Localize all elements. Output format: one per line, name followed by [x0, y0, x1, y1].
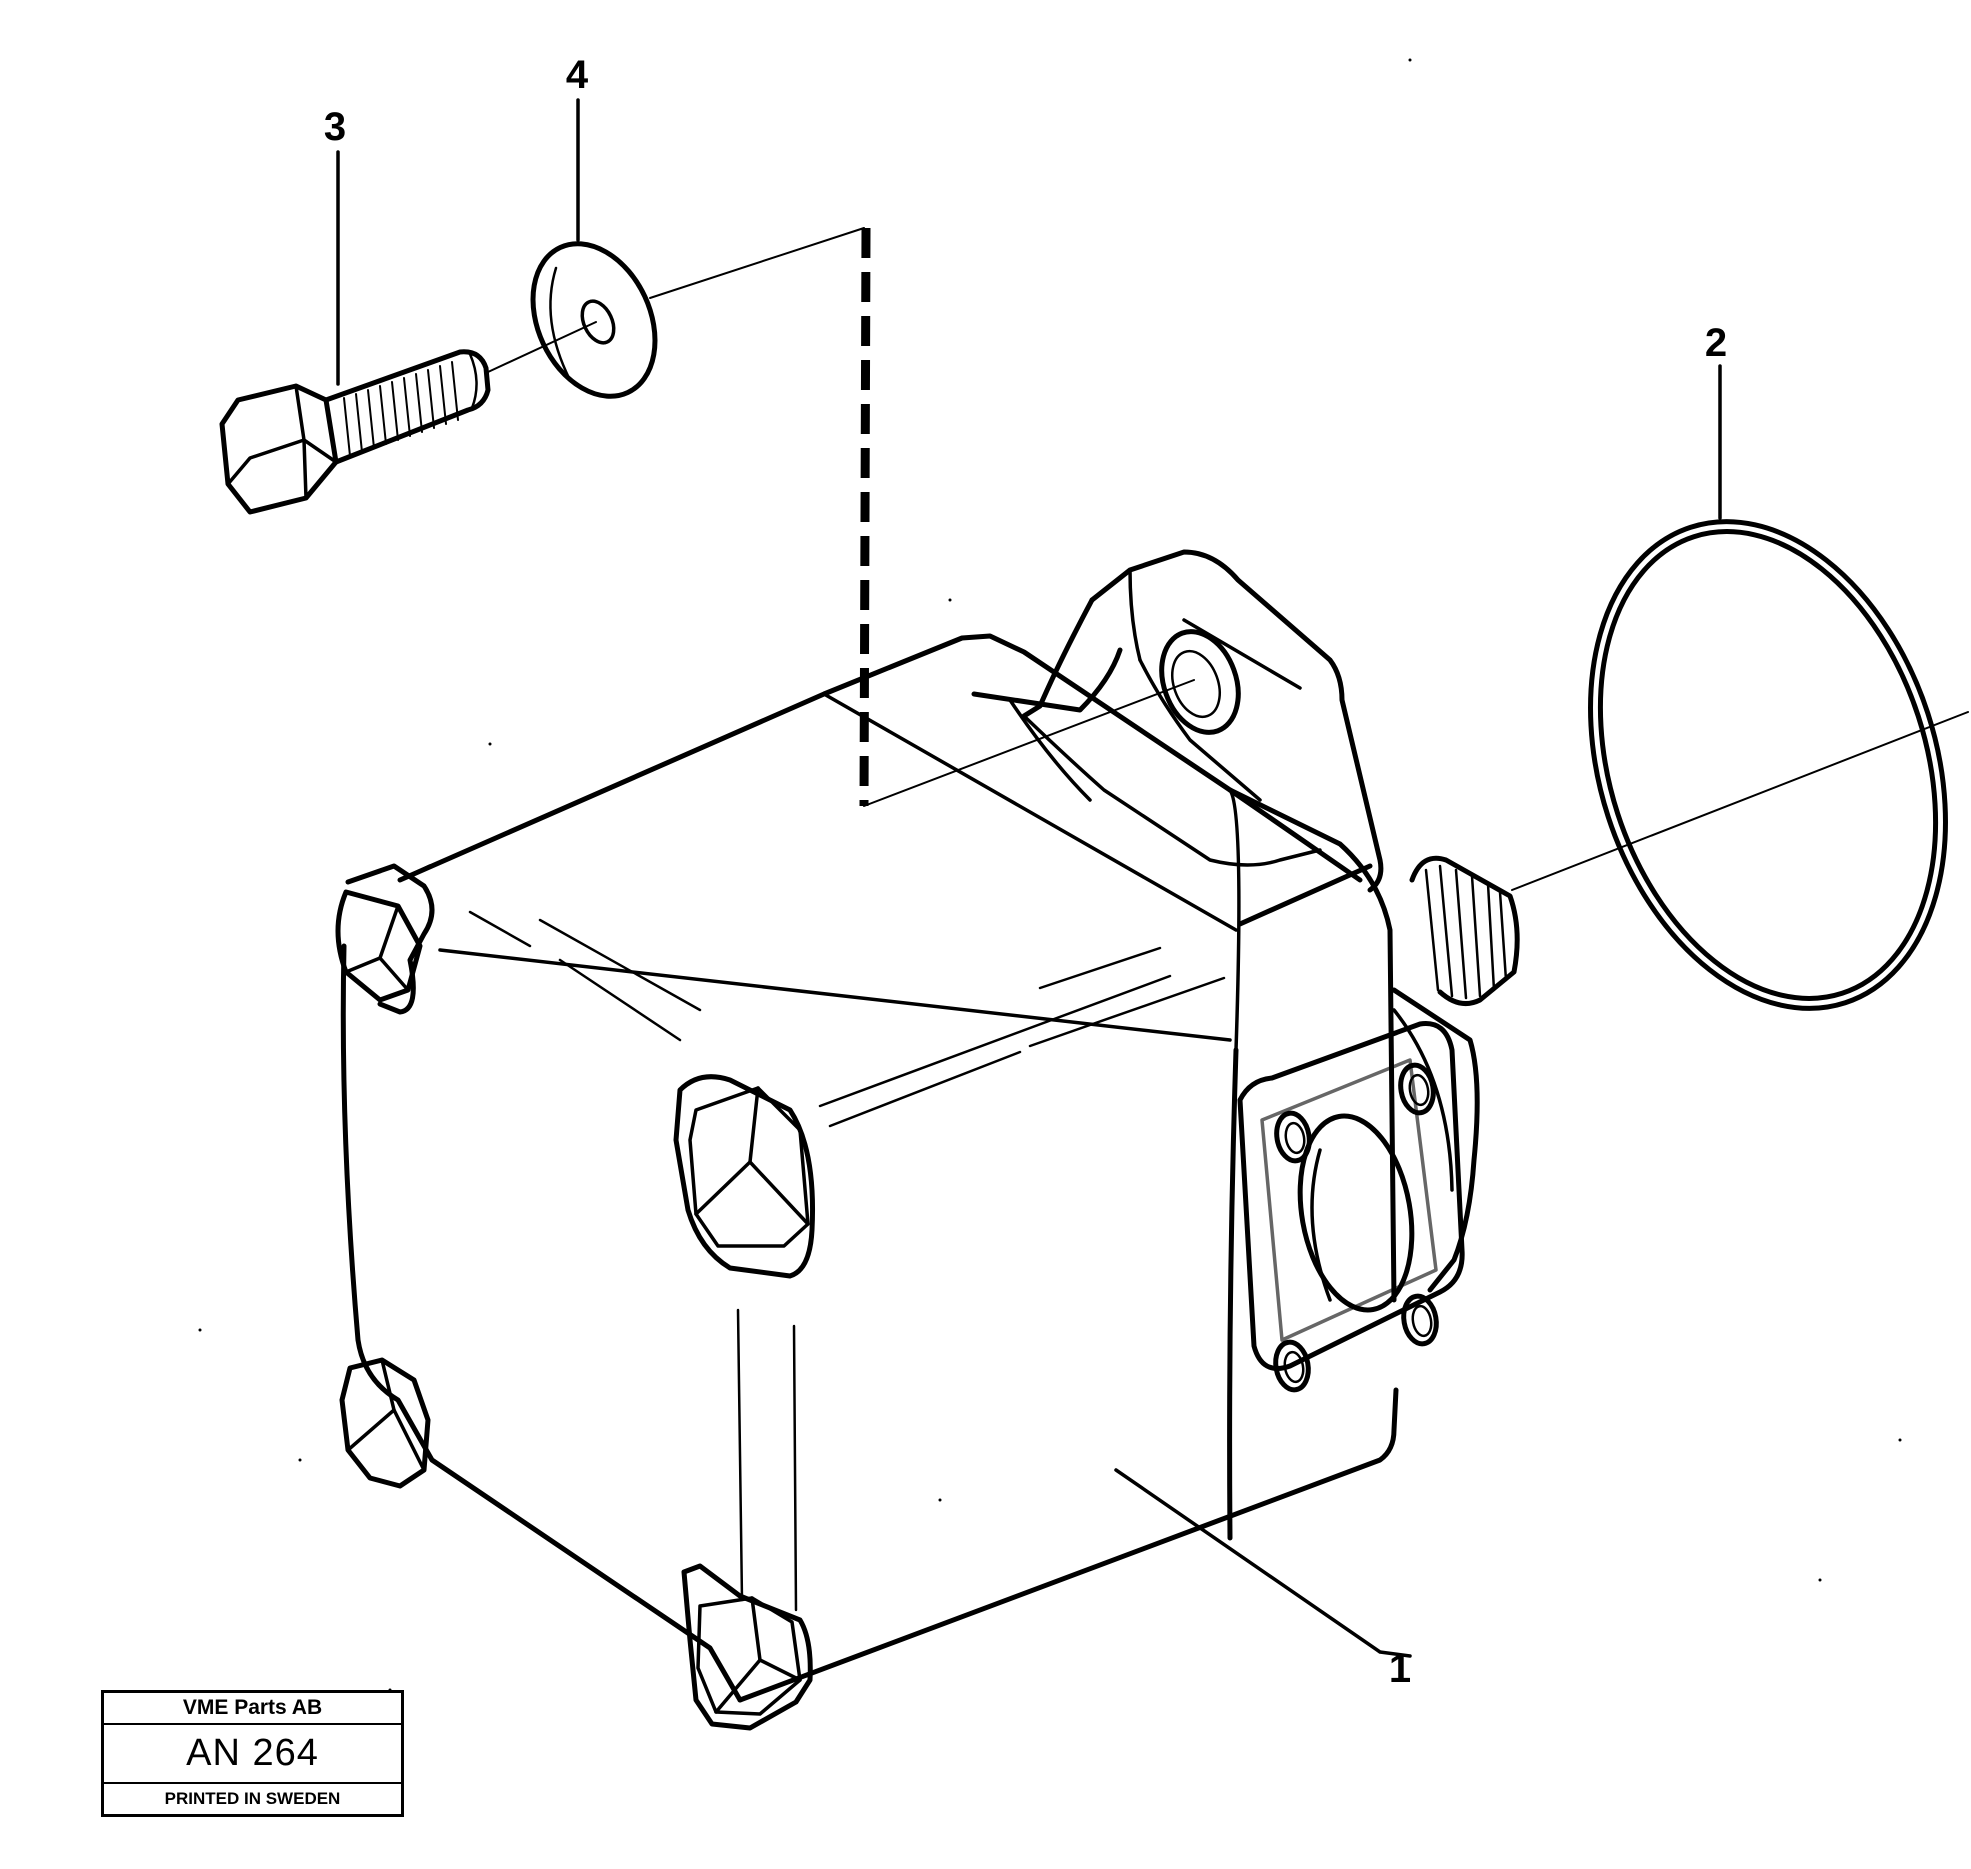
callout-1: 1 — [1389, 1647, 1411, 1691]
stamp-company: VME Parts AB — [104, 1693, 401, 1725]
callout-3: 3 — [324, 105, 346, 149]
leader-lines — [336, 98, 1722, 1658]
callout-2: 2 — [1705, 321, 1727, 365]
stamp-code: AN 264 — [104, 1725, 401, 1784]
title-stamp: VME Parts AB AN 264 PRINTED IN SWEDEN — [101, 1690, 404, 1817]
leader-line-1 — [1114, 1468, 1412, 1658]
projection-dashed-line — [859, 227, 871, 807]
bolt-part-3 — [219, 349, 491, 515]
o-ring-part-2 — [1588, 519, 1948, 1011]
washer-part-4 — [530, 241, 658, 399]
shaft-center-line — [1511, 711, 1969, 891]
stamp-printed: PRINTED IN SWEDEN — [164, 1789, 341, 1808]
pump-part-1 — [335, 549, 1520, 1731]
callout-4: 4 — [566, 53, 589, 97]
